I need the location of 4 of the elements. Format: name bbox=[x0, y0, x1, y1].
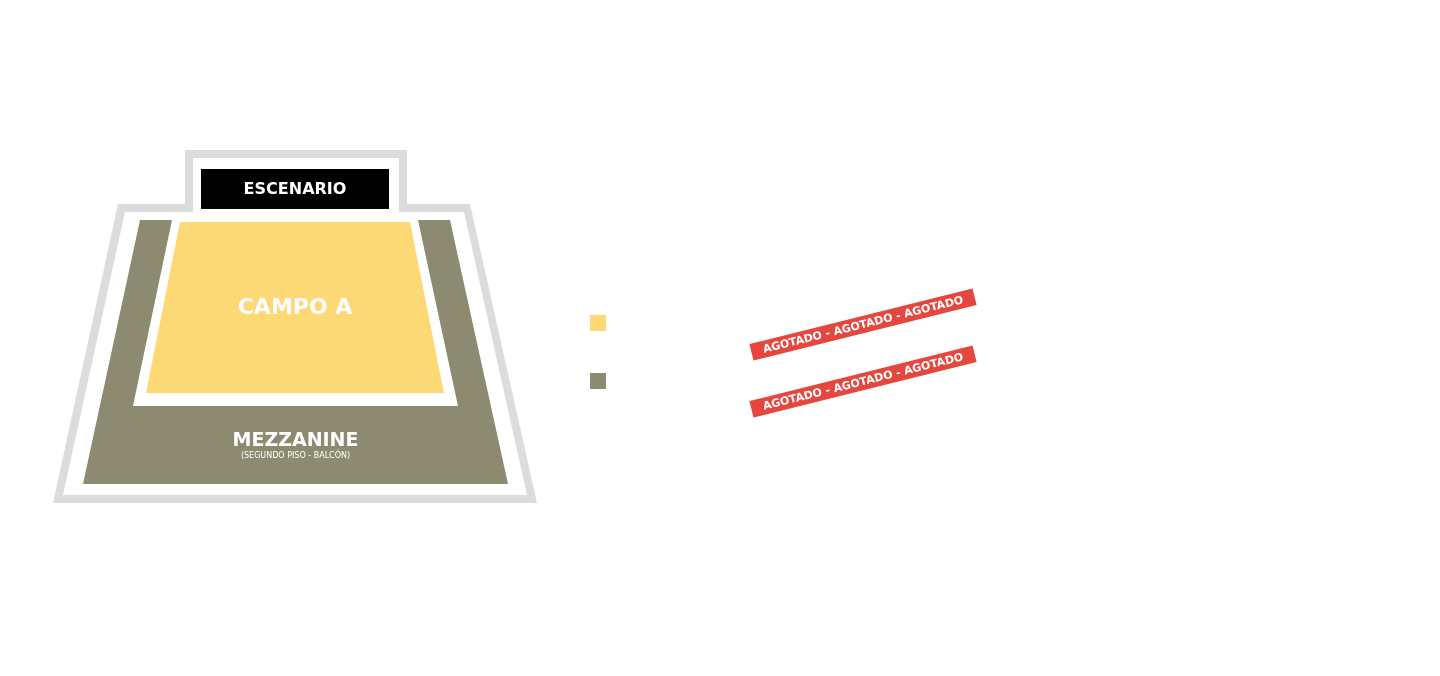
zone-label: CAMPO A bbox=[236, 294, 354, 319]
zone-label: ESCENARIO bbox=[242, 179, 348, 198]
zone-label: MEZZANINE bbox=[231, 428, 360, 450]
zone-sublabel: (SEGUNDO PISO - BALCÓN) bbox=[239, 451, 352, 460]
